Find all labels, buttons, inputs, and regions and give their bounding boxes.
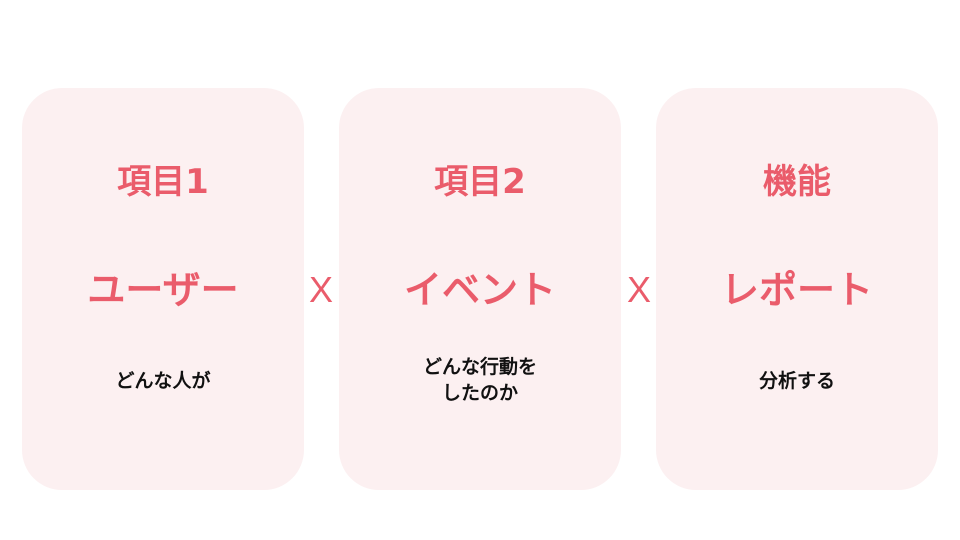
card-description: どんな人が [22, 368, 304, 394]
card-item-2: 項目2 イベント どんな行動を したのか [339, 88, 621, 490]
card-description: どんな行動を したのか [339, 354, 621, 406]
card-value: ユーザー [87, 268, 239, 312]
card-heading: 項目1 [117, 162, 209, 202]
multiply-operator: X [626, 269, 651, 310]
card-heading: 項目2 [434, 162, 526, 202]
multiply-operator: X [308, 269, 333, 310]
card-heading: 機能 [763, 162, 831, 202]
card-description-line: どんな行動を [422, 356, 537, 378]
card-description-line: 分析する [758, 370, 835, 392]
card-value: イベント [403, 268, 556, 312]
card-description: 分析する [656, 368, 938, 394]
card-item-1: 項目1 ユーザー どんな人が [22, 88, 304, 490]
card-description-line: どんな人が [115, 370, 211, 392]
card-value: レポート [720, 268, 873, 312]
card-function: 機能 レポート 分析する [656, 88, 938, 490]
card-description-line: したのか [441, 382, 518, 404]
